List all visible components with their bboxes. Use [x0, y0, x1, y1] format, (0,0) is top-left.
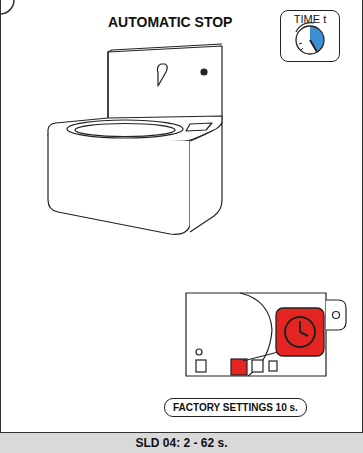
led [196, 349, 202, 355]
factory-settings-box: FACTORY SETTINGS 10 s. [164, 398, 307, 417]
sensor [201, 69, 207, 75]
backsplash [108, 46, 222, 124]
title: AUTOMATIC STOP [108, 14, 232, 30]
box-label: FACTORY SETTINGS 10 s. [173, 402, 298, 413]
faucet [157, 64, 167, 86]
control-unit [186, 293, 346, 376]
wash-basin [48, 44, 222, 234]
frame-line [0, 0, 1, 453]
button [252, 360, 263, 372]
bowl [67, 120, 183, 138]
basin-front [48, 134, 190, 234]
switch-housing [186, 123, 212, 131]
timer-icon [296, 23, 324, 54]
range-band: SLD 04: 2 - 62 s. [0, 432, 363, 453]
box-label: TIME t [281, 13, 339, 25]
corner-mark [0, 0, 14, 14]
timer-button [231, 359, 247, 375]
frame-line [362, 0, 363, 453]
mounting-ear [326, 300, 346, 330]
basin-side [190, 122, 222, 232]
box-label: SLD 04: 2 - 62 s. [0, 436, 363, 450]
timer-label-box: TIME t [280, 10, 340, 62]
button [269, 361, 277, 371]
button [196, 360, 206, 372]
timer-button-icon [276, 308, 324, 356]
